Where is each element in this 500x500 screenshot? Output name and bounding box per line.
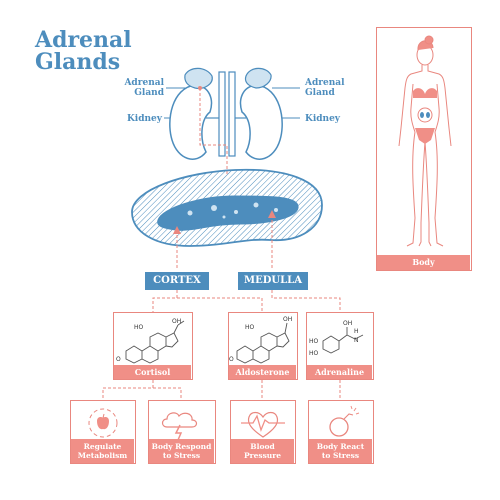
chem-ho-adrenaline-1: HO: [309, 338, 319, 345]
hormone-box-cortisol: O HO OH Cortisol: [113, 312, 193, 380]
body-panel: Body: [376, 27, 472, 271]
effect-box-metabolism: Regulate Metabolism: [70, 400, 136, 464]
zoom-connector: [199, 88, 228, 175]
adrenal-gland-right: [244, 67, 272, 89]
storm-cloud-icon: [161, 412, 198, 441]
apple-cycle-icon: [88, 408, 118, 438]
kidney-label-right: Kidney: [305, 114, 341, 124]
adrenaline-molecule: HO HO OH H N: [309, 320, 364, 357]
chem-oh-cortisol: OH: [172, 318, 181, 325]
aldosterone-molecule: O HO OH: [229, 316, 292, 364]
effect-box-blood-pressure: Blood Pressure: [230, 400, 296, 464]
bomb-icon: [329, 405, 360, 437]
chem-ho-adrenaline-2: HO: [309, 350, 319, 357]
chem-h-adrenaline: H: [354, 328, 359, 335]
adrenal-gland-label-right: Adrenal Gland: [305, 78, 345, 98]
aldosterone-label: Aldosterone: [229, 365, 296, 379]
chem-oh-aldosterone: OH: [283, 316, 292, 323]
stress-response-label: Body Respond to Stress: [149, 439, 214, 463]
hormone-box-aldosterone: O HO OH Aldosterone: [228, 312, 298, 380]
body-figure: [398, 35, 452, 247]
kidney-left: [169, 67, 222, 160]
adrenal-gland-label-left: Adrenal Gland: [124, 78, 164, 98]
chem-o-cortisol: O: [116, 356, 121, 363]
metabolism-label: Regulate Metabolism: [71, 439, 134, 463]
effect-connectors: [102, 380, 341, 400]
chem-oh-adrenaline: OH: [343, 320, 352, 327]
stress-react-label: Body React to Stress: [309, 439, 372, 463]
vessel-left: [218, 71, 226, 157]
hormone-connectors: [152, 290, 341, 312]
adrenaline-label: Adrenaline: [307, 365, 372, 379]
cortisol-label: Cortisol: [114, 365, 191, 379]
adrenal-gland-zoomed: [131, 168, 323, 247]
adrenal-gland-left: [184, 67, 213, 89]
cortisol-molecule: O HO OH: [116, 318, 185, 364]
body-label: Body: [377, 255, 470, 270]
vessel-right: [228, 71, 236, 157]
effect-box-stress-response: Body Respond to Stress: [148, 400, 216, 464]
chem-n-adrenaline: N: [354, 337, 359, 344]
chem-ho-cortisol: HO: [134, 324, 144, 331]
kidney-right: [232, 67, 283, 160]
heartbeat-icon: [241, 411, 285, 438]
title-line-1: Adrenal: [35, 27, 132, 53]
medulla-label: MEDULLA: [238, 272, 308, 290]
chem-o-aldosterone: O: [229, 356, 234, 363]
blood-pressure-label: Blood Pressure: [231, 439, 294, 463]
effect-box-stress-react: Body React to Stress: [308, 400, 374, 464]
hormone-box-adrenaline: HO HO OH H N Adrenaline: [306, 312, 374, 380]
kidney-label-left: Kidney: [126, 114, 162, 124]
title-line-2: Glands: [35, 49, 121, 75]
chem-ho-aldosterone: HO: [245, 324, 255, 331]
cortex-label: CORTEX: [145, 272, 209, 290]
